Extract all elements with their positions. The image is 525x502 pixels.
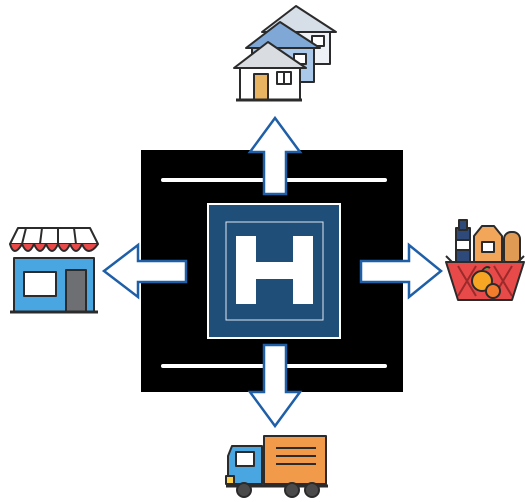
houses-icon	[233, 5, 337, 102]
grocery-basket-icon	[445, 219, 525, 301]
storefront-icon	[9, 227, 99, 314]
arrow-left	[101, 242, 188, 300]
arrow-down	[247, 343, 303, 429]
delivery-truck-icon	[225, 435, 328, 498]
hospital-h-icon	[207, 203, 341, 339]
arrow-up	[247, 115, 303, 196]
arrow-right	[359, 242, 443, 300]
